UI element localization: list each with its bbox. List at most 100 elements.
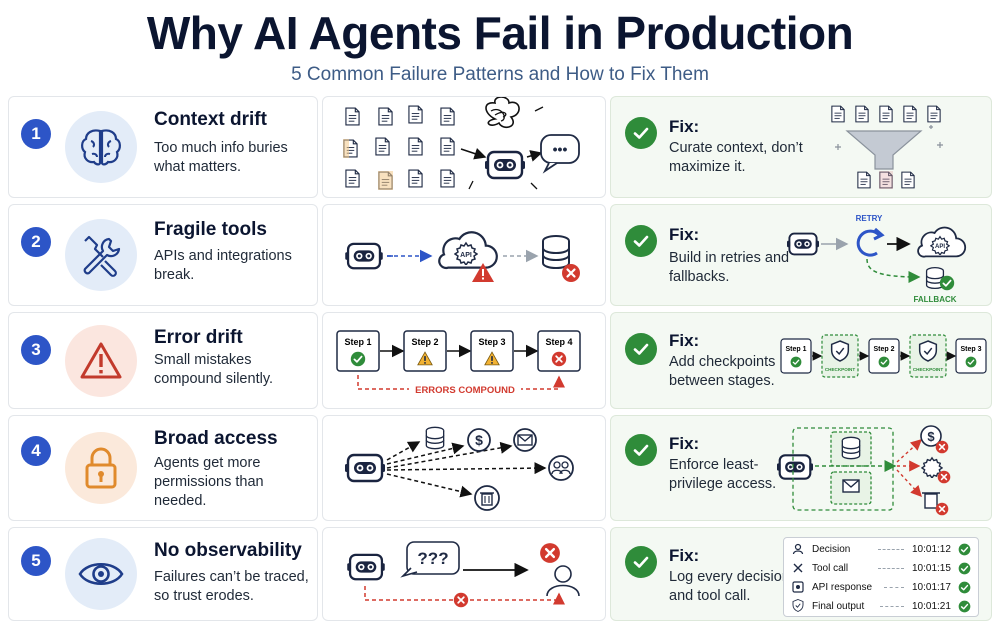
check-icon [958, 600, 971, 613]
trash-icon [922, 492, 949, 516]
fix-label: Fix: [669, 117, 700, 136]
checkpoint-box: CHECKPOINT [821, 334, 859, 378]
page-subtitle: 5 Common Failure Patterns and How to Fix… [291, 64, 709, 85]
fix-card: Fix: Curate context, don’t maximize it. [610, 96, 992, 198]
log-divider [880, 606, 904, 607]
check-icon [625, 117, 657, 149]
retry-arrow-icon [856, 229, 881, 257]
problem-diagram: Step 1 Step 2 Step 3 Step 4 [322, 312, 606, 409]
fix-label: Fix: [669, 546, 700, 565]
log-entry: Decision 10:01:12 [792, 540, 972, 559]
log-entry: Final output 10:01:21 [792, 597, 972, 616]
log-label: Tool call [812, 563, 849, 574]
problem-card: 1 Context drift Too much info buries wha… [8, 96, 318, 198]
padlock-icon [65, 432, 137, 504]
fix-label: Fix: [669, 225, 700, 244]
failure-title: Context drift [154, 109, 267, 130]
retry-label: RETRY [856, 214, 883, 223]
failure-title: Error drift [154, 327, 243, 348]
step-box: Step 4 [537, 330, 581, 372]
failure-title: Fragile tools [154, 219, 267, 240]
check-icon [939, 275, 955, 291]
retry-fallback-diagram: RETRY API FALLBACK [787, 214, 967, 304]
failure-description: APIs and integrations break. [154, 248, 292, 283]
funnel-icon [845, 130, 923, 170]
fallback-label: FALLBACK [913, 295, 956, 304]
svg-text:CHECKPOINT: CHECKPOINT [913, 367, 944, 372]
failure-description: Small mistakes compound silently. [154, 352, 274, 387]
problem-card: 3 Error drift Small mistakes compound si… [8, 312, 318, 409]
funnel-diagram [831, 105, 943, 189]
fix-card: Fix: Enforce least-privilege access. $ [610, 415, 992, 521]
person-icon [546, 565, 580, 597]
row-number-badge: 2 [21, 227, 51, 257]
log-label: Decision [812, 544, 851, 555]
log-divider [884, 587, 904, 588]
log-label: Final output [812, 601, 865, 612]
row-number-badge: 5 [21, 546, 51, 576]
failure-row-5: 5 No observability Failures can’t be tra… [8, 527, 992, 621]
row-number-badge: 1 [21, 119, 51, 149]
database-icon [841, 436, 861, 460]
problem-diagram: ••• [322, 96, 606, 198]
fix-description: Curate context, don’t maximize it. [669, 140, 803, 175]
svg-text:$: $ [475, 432, 483, 448]
page-title: Why AI Agents Fail in Production [146, 7, 854, 59]
robot-agent-icon [345, 242, 383, 270]
database-icon [425, 426, 445, 450]
failure-description: Failures can’t be traced, so trust erode… [154, 569, 309, 604]
checkpoint-box: CHECKPOINT [909, 334, 947, 378]
svg-text:Step 1: Step 1 [344, 337, 371, 347]
robot-agent-icon [345, 453, 385, 483]
svg-text:Step 3: Step 3 [960, 346, 981, 353]
dollar-icon: $ [920, 425, 949, 454]
document-icon-grid [343, 105, 455, 190]
step-box: Step 2 [868, 338, 900, 374]
failure-description: Agents get more permissions than needed. [154, 455, 264, 509]
check-icon [625, 333, 657, 365]
step-box: Step 2 [403, 330, 447, 372]
check-icon [625, 546, 657, 578]
shield-icon [792, 599, 804, 612]
trace-log-panel: Decision 10:01:12 Tool call 10:01:15 API… [783, 537, 979, 617]
chat-bubble-text: ••• [553, 141, 568, 157]
error-x-icon [539, 542, 561, 564]
failure-description: Too much info buries what matters. [154, 140, 288, 175]
fix-description: Add checkpoints between stages. [669, 354, 776, 389]
tools-icon [793, 563, 803, 573]
problem-diagram: $ [322, 415, 606, 521]
fix-label: Fix: [669, 331, 700, 350]
fix-description: Enforce least-privilege access. [669, 457, 777, 492]
error-x-icon [453, 592, 469, 608]
log-divider [878, 549, 904, 550]
check-icon [958, 543, 971, 556]
failure-title: No observability [154, 540, 302, 561]
log-entry: API response 10:01:17 [792, 578, 972, 597]
step-box: Step 3 [470, 330, 514, 372]
least-privilege-diagram: $ [777, 425, 951, 516]
check-icon [625, 434, 657, 466]
check-icon [958, 581, 971, 594]
check-icon [958, 562, 971, 575]
problem-diagram: ??? [322, 527, 606, 621]
problem-diagram: API [322, 204, 606, 306]
log-entry: Tool call 10:01:15 [792, 559, 972, 578]
tangle-scribble-icon [485, 96, 520, 129]
row-number-badge: 3 [21, 335, 51, 365]
fix-label: Fix: [669, 434, 700, 453]
robot-agent-icon [347, 553, 385, 581]
problem-card: 2 Fragile tools APIs and integrations br… [8, 204, 318, 306]
robot-agent-icon [777, 454, 813, 480]
svg-text:Step 2: Step 2 [873, 346, 894, 353]
step-box: Step 3 [955, 338, 987, 374]
person-icon [792, 543, 804, 555]
checkpoint-pipeline-diagram: Step 1 CHECKPOINT Step 2 CHECKPOINT [780, 334, 987, 378]
api-box-icon [792, 581, 804, 593]
svg-text:Step 4: Step 4 [545, 337, 572, 347]
eye-icon [65, 538, 137, 610]
svg-text:Step 1: Step 1 [785, 346, 806, 353]
failure-row-3: 3 Error drift Small mistakes compound si… [8, 312, 992, 409]
question-bubble [406, 541, 460, 575]
svg-text:CHECKPOINT: CHECKPOINT [825, 367, 856, 372]
fix-description: Build in retries and fallbacks. [669, 250, 790, 285]
